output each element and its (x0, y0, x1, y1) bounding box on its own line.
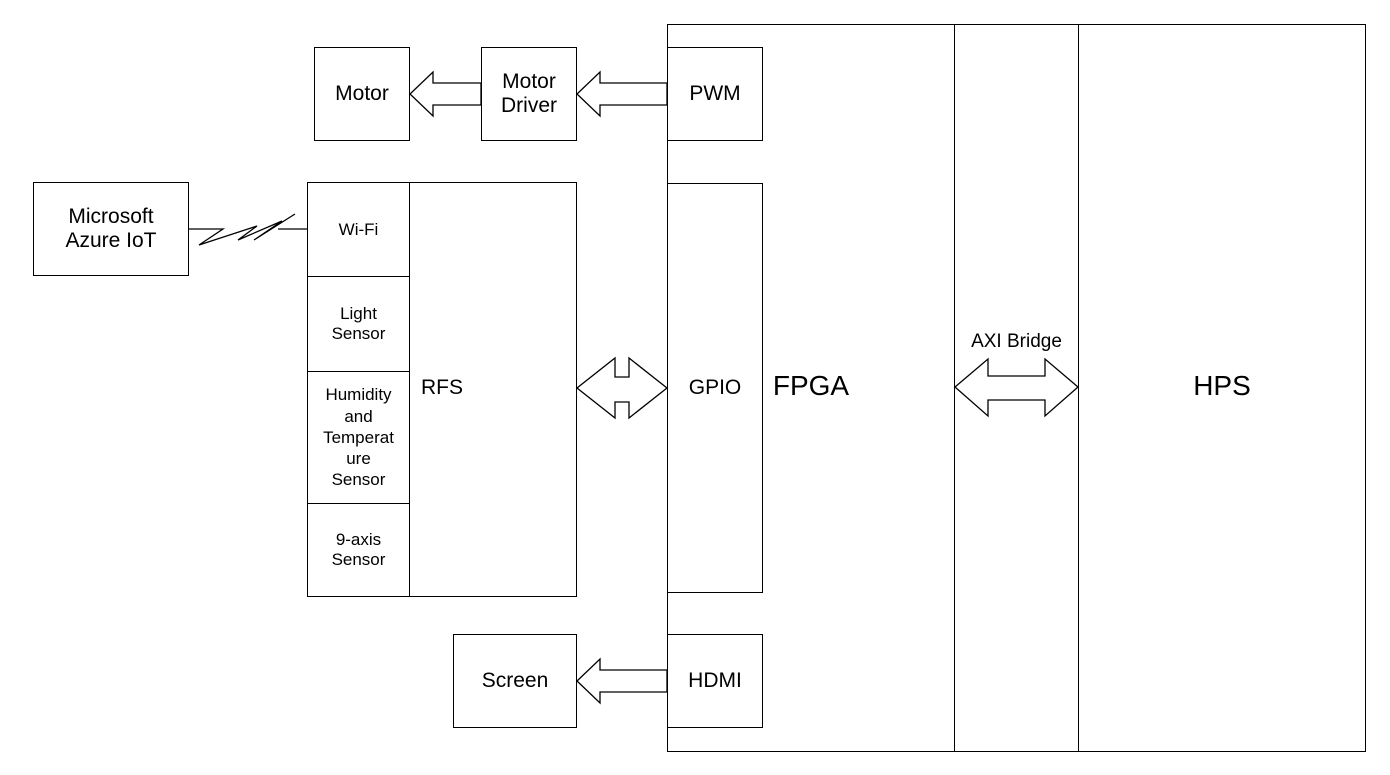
motor-driver-label: Motor Driver (501, 69, 557, 117)
motor-block (314, 47, 410, 141)
wifi-label: Wi-Fi (338, 219, 379, 239)
humidity-sensor-label: Humidity and Temperat ure Sensor (323, 385, 394, 490)
light-sensor-label: Light Sensor (331, 304, 386, 343)
hdmi-label: HDMI (688, 668, 742, 692)
pwm-to-driver-arrow (576, 70, 668, 118)
hps-label: HPS (1193, 369, 1251, 401)
azure-label: Microsoft Azure IoT (65, 204, 157, 252)
light-sensor-block (307, 276, 410, 372)
fpga-label: FPGA (772, 369, 850, 401)
axi-double-arrow (954, 357, 1079, 418)
nine-axis-sensor-label: 9-axis Sensor (331, 530, 386, 569)
motor-label: Motor (335, 81, 389, 105)
hdmi-block (667, 634, 763, 728)
wireless-link-icon (189, 213, 296, 246)
azure-block (33, 182, 189, 276)
nine-axis-sensor-block (307, 503, 410, 597)
axi-bridge-label: AXI Bridge (971, 331, 1062, 353)
hps-region (1078, 24, 1366, 752)
gpio-label: GPIO (688, 375, 742, 399)
motor-driver-block (481, 47, 577, 141)
hdmi-to-screen-arrow (576, 657, 668, 705)
pwm-label: PWM (689, 81, 741, 105)
screen-label: Screen (481, 668, 549, 692)
humidity-sensor-block (307, 371, 410, 504)
rfs-label: RFS (421, 375, 463, 399)
pwm-block (667, 47, 763, 141)
rfs-gpio-double-arrow (575, 356, 669, 420)
wifi-block (307, 182, 410, 277)
driver-to-motor-arrow (409, 70, 482, 118)
